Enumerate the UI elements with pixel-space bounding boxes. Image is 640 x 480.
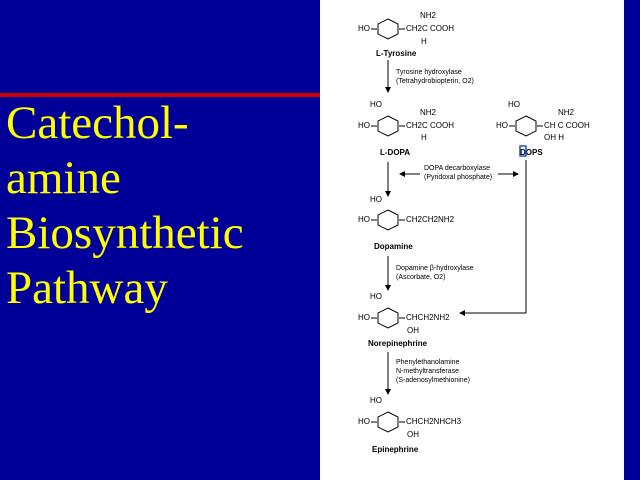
dopa-label: L-DOPA [380,148,410,157]
dopamine-ho-top: HO [370,195,382,204]
dopa-ho-side: HO [358,121,370,130]
dopa-side-chain: CH2C COOH [406,121,454,130]
tyrosine-h: H [421,37,427,46]
dops-benzene-ring [515,115,537,137]
dopamine-benzene-ring [377,209,399,231]
epinephrine-benzene-ring [377,411,399,433]
dops-oh-h: OH H [544,133,564,142]
epinephrine-ho-side: HO [358,417,370,426]
tyrosine-nh2: NH2 [420,11,437,20]
tyrosine-ho-side: HO [358,24,370,33]
norepinephrine-ho-side: HO [358,313,370,322]
enzyme-tyrosine-hydroxylase-cofactor: (Tetrahydrobiopterin, O2) [396,78,474,85]
enzyme-pnmt-line1: Phenylethanolamine [396,359,460,366]
dopa-nh2: NH2 [420,108,437,117]
norepinephrine-oh: OH [407,326,419,335]
epinephrine-label: Epinephrine [372,445,419,454]
enzyme-pnmt-line2: N-methyltransferase [396,368,459,375]
dopamine-ho-side: HO [358,215,370,224]
dops-nh2: NH2 [558,108,575,117]
title-line-2: amine [6,152,121,204]
norepinephrine-structure: HO HO CHCH2NH2 OH Norepinephrine [358,292,450,348]
dops-label: DOPS [520,148,543,157]
pathway-diagram: HO CH2C COOH NH2 H L-Tyrosine Tyrosine h… [358,11,590,454]
dopa-ho-top: HO [370,100,382,109]
epinephrine-ho-top: HO [370,396,382,405]
dopamine-label: Dopamine [374,242,413,251]
norepinephrine-label: Norepinephrine [368,339,428,348]
enzyme-dopamine-beta-hydroxylase: Dopamine β-hydroxylase [396,265,474,272]
dops-structure: HO HO CH C COOH NH2 OH H DOPS [496,100,590,157]
norepinephrine-side-chain: CHCH2NH2 [406,313,450,322]
tyrosine-structure: HO CH2C COOH NH2 H L-Tyrosine [358,11,454,58]
epinephrine-oh: OH [407,430,419,439]
slide-title: Catechol- amine Biosynthetic Pathway [6,96,316,316]
enzyme-pnmt-cofactor: (S-adenosylmethionine) [396,377,470,384]
dopa-h: H [421,133,427,142]
norepinephrine-benzene-ring [377,307,399,329]
tyrosine-benzene-ring [377,18,399,40]
epinephrine-structure: HO HO CHCH2NHCH3 OH Epinephrine [358,396,462,454]
enzyme-tyrosine-hydroxylase: Tyrosine hydroxylase [396,69,462,76]
dops-ho-side: HO [496,121,508,130]
dops-ho-top: HO [508,100,520,109]
title-line-4: Pathway [6,262,168,314]
red-divider-line [0,93,320,97]
enzyme-dopa-decarboxylase-cofactor: (Pyridoxal phosphate) [424,174,492,181]
enzyme-dopa-decarboxylase: DOPA decarboxylase [424,165,490,172]
enzyme-dopamine-beta-hydroxylase-cofactor: (Ascorbate, O2) [396,274,445,281]
right-edge-band [624,0,640,480]
title-line-1: Catechol- [6,97,189,149]
dopa-benzene-ring [377,115,399,137]
dops-side-chain: CH C COOH [544,121,590,130]
title-panel: Catechol- amine Biosynthetic Pathway [0,93,320,316]
tyrosine-label: L-Tyrosine [376,49,417,58]
epinephrine-side-chain: CHCH2NHCH3 [406,417,462,426]
dopamine-structure: HO HO CH2CH2NH2 Dopamine [358,195,455,251]
norepinephrine-ho-top: HO [370,292,382,301]
dopa-structure: HO HO CH2C COOH NH2 H L-DOPA [358,100,454,157]
dopamine-side-chain: CH2CH2NH2 [406,215,455,224]
tyrosine-side-chain: CH2C COOH [406,24,454,33]
pathway-diagram-panel: HO CH2C COOH NH2 H L-Tyrosine Tyrosine h… [320,0,624,480]
title-line-3: Biosynthetic [6,207,244,259]
text-cursor-icon [519,145,527,157]
